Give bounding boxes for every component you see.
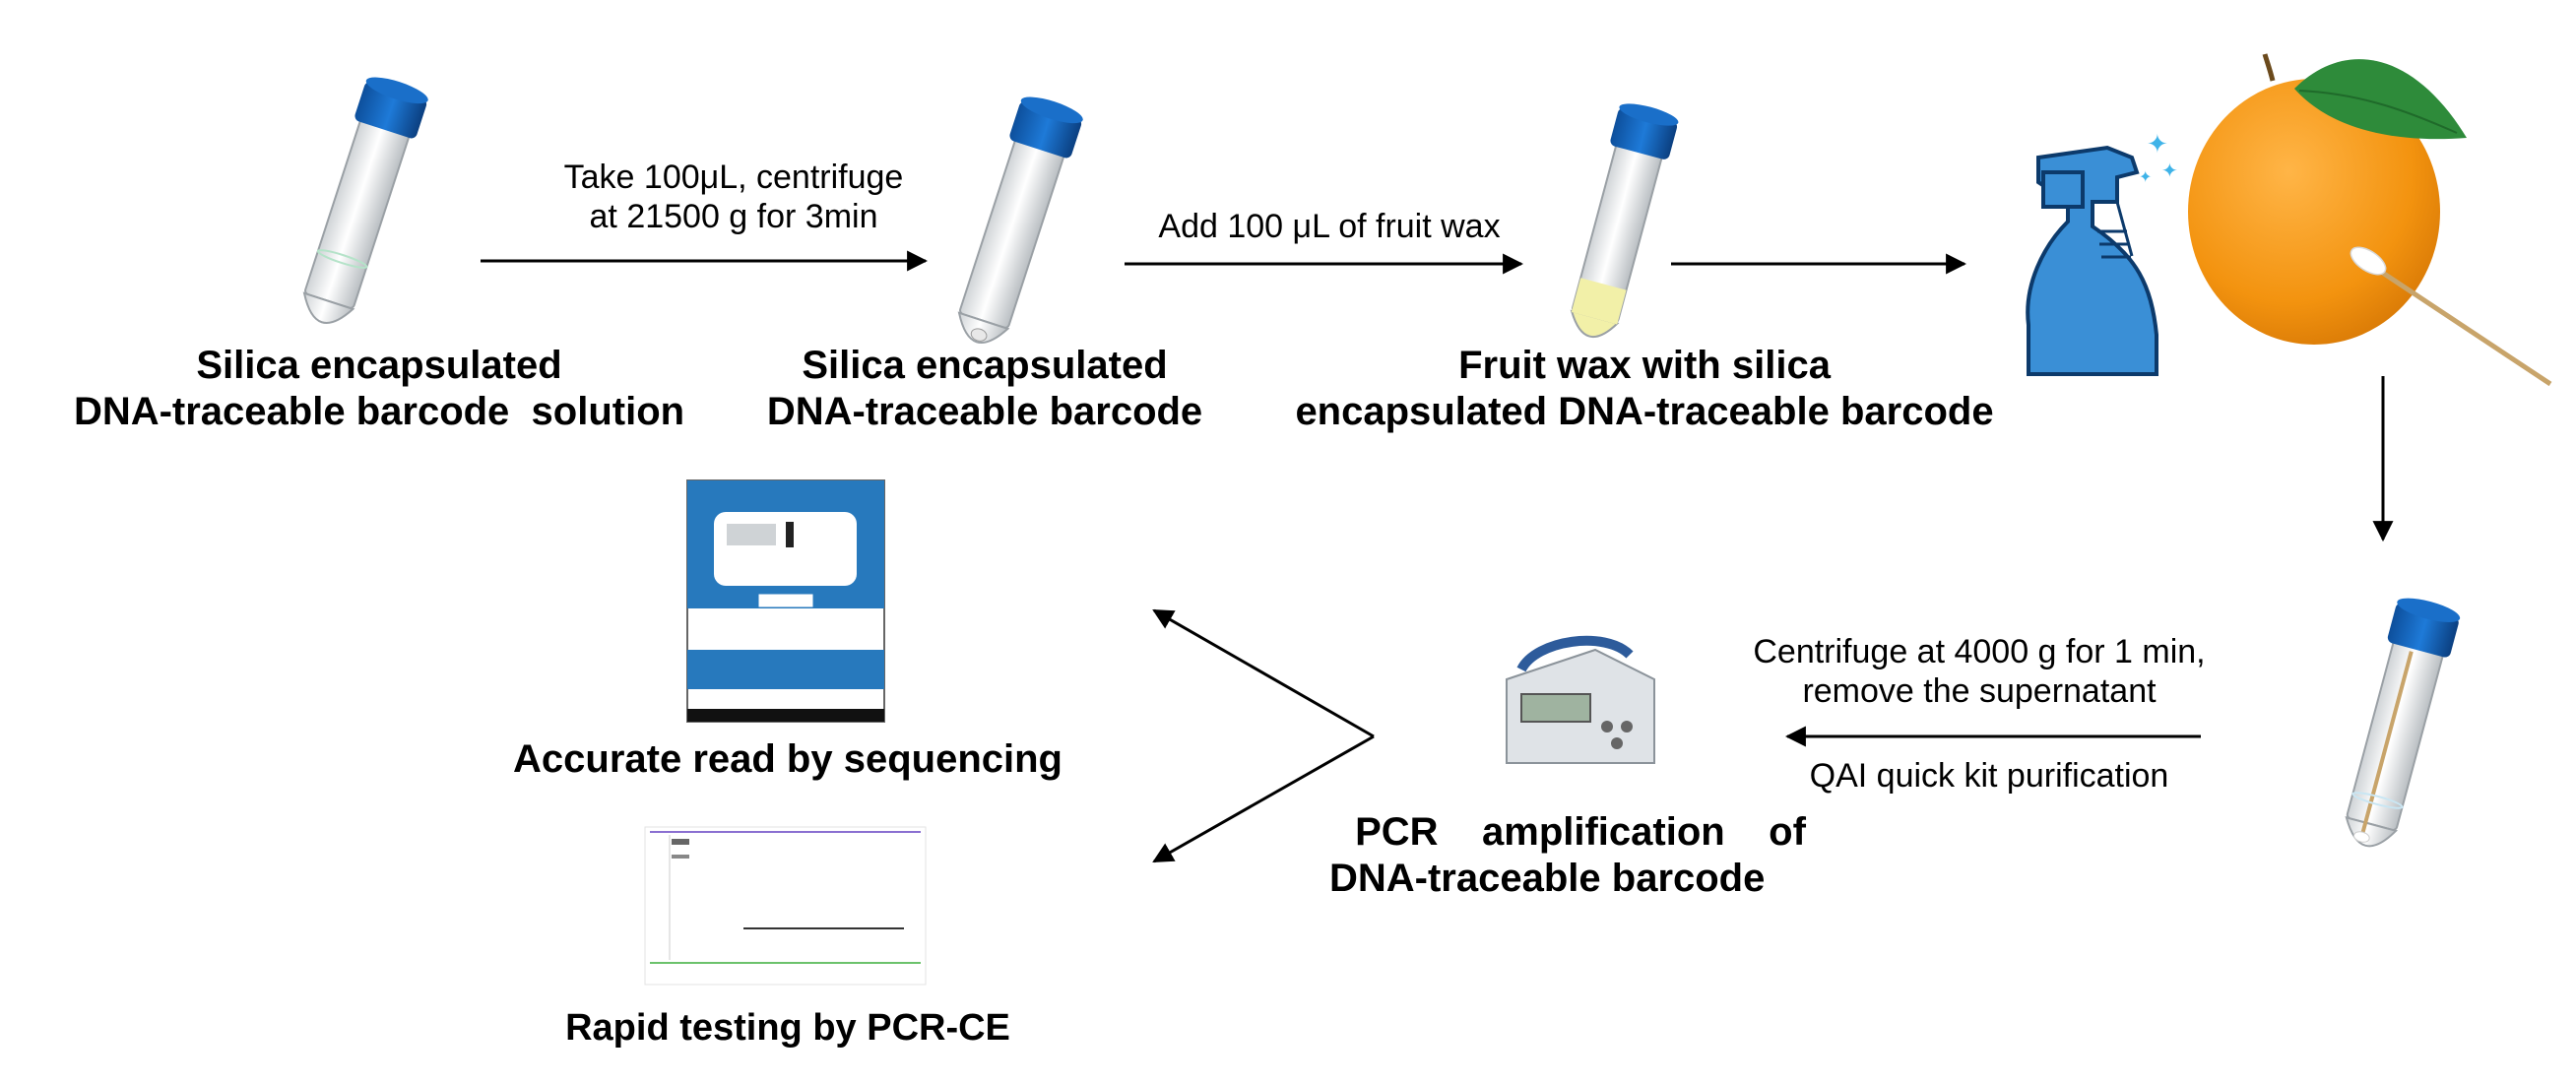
label-silica-barcode-line2: DNA-traceable barcode: [766, 390, 1203, 434]
label-pcr-line2: DNA-traceable barcode: [1329, 857, 1766, 901]
svg-text:✦: ✦: [2139, 167, 2152, 186]
label-centrifuge-1: Take 100μL, centrifuge at 21500 g for 3m…: [512, 158, 955, 236]
tube-icon-fruit-wax: [1570, 103, 1679, 339]
svg-text:✦: ✦: [2161, 159, 2178, 182]
thermocycler-icon: [1506, 635, 1655, 764]
pcr-ce-plot-icon: [644, 826, 927, 986]
label-silica-solution-line2: DNA-traceable barcode solution: [73, 390, 685, 434]
label-centrifuge-1-line2: at 21500 g for 3min: [589, 198, 878, 236]
label-pcr-amplification: PCR amplification of DNA-traceable barco…: [1310, 809, 1851, 902]
label-fruit-wax-line2: encapsulated DNA-traceable barcode: [1295, 390, 1994, 434]
label-silica-solution: Silica encapsulated DNA-traceable barcod…: [30, 343, 729, 435]
orange-fruit-icon: [2188, 53, 2467, 345]
label-silica-solution-line1: Silica encapsulated: [196, 344, 562, 387]
arrow-to-sequencing: [1152, 608, 1375, 738]
label-centrifuge-2: Centrifuge at 4000 g for 1 min, remove t…: [1713, 632, 2245, 711]
label-add-wax: Add 100 μL of fruit wax: [1158, 208, 1501, 245]
label-centrifuge-1-line1: Take 100μL, centrifuge: [563, 159, 904, 196]
label-pcr-line1: PCR amplification of: [1355, 810, 1806, 854]
spray-bottle-icon: ✦ ✦ ✦: [2026, 130, 2178, 376]
label-fruit-wax: Fruit wax with silica encapsulated DNA-t…: [1246, 343, 2043, 435]
arrow-to-pcr-ce: [1152, 734, 1375, 863]
label-centrifuge-2-line1: Centrifuge at 4000 g for 1 min,: [1753, 633, 2206, 670]
label-centrifuge-2-line2: remove the supernatant: [1802, 672, 2157, 711]
svg-text:✦: ✦: [2147, 130, 2168, 159]
swab-icon: [2350, 246, 2552, 387]
label-sequencing: Accurate read by sequencing: [513, 737, 1063, 781]
sequencer-icon: [686, 479, 885, 723]
label-silica-barcode-line1: Silica encapsulated: [802, 344, 1168, 387]
label-fruit-wax-line1: Fruit wax with silica: [1458, 344, 1831, 387]
tube-icon-solution: [302, 77, 428, 324]
tube-icon-pellet: [957, 96, 1083, 344]
label-purification: QAI quick kit purification: [1809, 757, 2169, 795]
tube-icon-collected: [2345, 598, 2461, 848]
label-pcr-ce: Rapid testing by PCR-CE: [565, 1007, 1010, 1049]
label-silica-barcode: Silica encapsulated DNA-traceable barcod…: [734, 343, 1236, 435]
